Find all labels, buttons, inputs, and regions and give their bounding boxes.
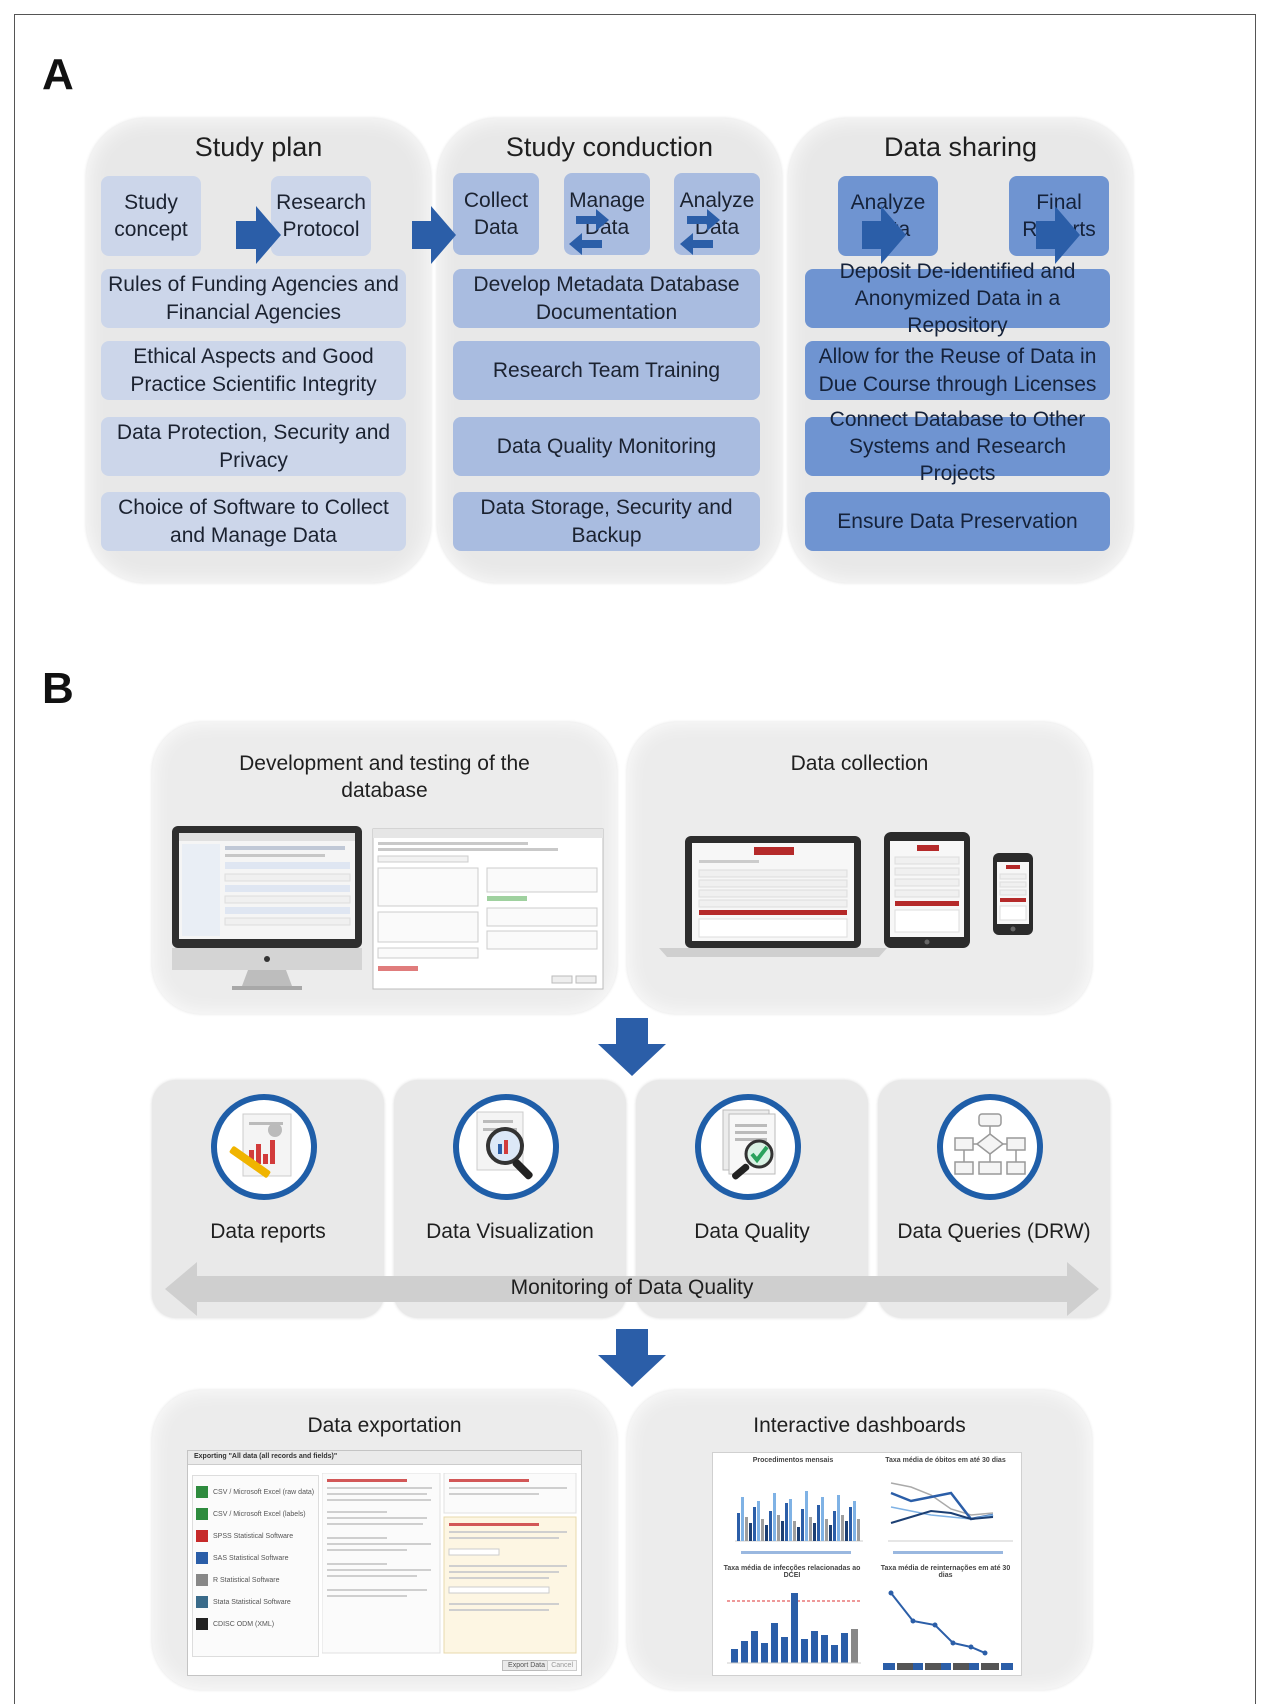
export-format-item[interactable]: CDISC ODM (XML) [213,1620,275,1628]
tablet-icon [884,832,970,948]
data-sharing-title: Data sharing [883,132,1038,162]
arrow-down-icon [598,1329,666,1387]
panel-b-label: B [42,664,74,713]
export-format-item[interactable]: CSV / Microsoft Excel (raw data) [213,1488,315,1496]
data-exportation-card: Data exportation Exporting "All data (al… [152,1390,617,1690]
export-options [322,1473,577,1654]
tool-label: Data Quality [694,1220,810,1243]
data-visualization-icon [453,1094,559,1200]
data-sharing-column: Data sharing Analyze Data Final Reports … [788,118,1133,583]
export-format-item[interactable]: R Statistical Software [213,1576,280,1584]
arrow-right-icon [862,206,906,264]
tool-label: Data Visualization [426,1220,594,1243]
arrow-right-icon [236,206,281,264]
export-dialog: Exporting "All data (all records and fie… [187,1450,582,1676]
step-study-concept: Study concept [101,176,201,256]
arrow-left-icon [569,233,602,255]
monitor-icon [172,826,362,990]
export-format-item[interactable]: CSV / Microsoft Excel (labels) [213,1510,306,1518]
step-collect-data: Collect Data [453,173,539,255]
panel-a-label: A [42,50,74,99]
step-research-protocol: Research Protocol [271,176,371,256]
step-analyze-data: Analyze Data [674,173,760,255]
form-screenshot [372,828,604,990]
data-collection-title: Data collection [790,752,929,775]
monitoring-label: Monitoring of Data Quality [510,1276,754,1299]
export-format-item[interactable]: SAS Statistical Software [213,1554,289,1562]
phone-icon [993,853,1033,935]
sharing-item: Deposit De-identified and Anonymized Dat… [805,260,1110,337]
dashboard-charts [727,1482,1013,1670]
arrow-down-icon [598,1018,666,1076]
plan-item: Choice of Software to Collect and Manage… [101,492,406,551]
monitoring-arrow [165,1262,1099,1316]
arrow-left-icon [680,233,713,255]
sharing-item: Allow for the Reuse of Data in Due Cours… [805,341,1110,400]
arrow-right-icon [412,206,456,264]
laptop-icon [659,836,887,957]
data-reports-icon [211,1094,317,1200]
cancel-button[interactable]: Cancel [547,1660,577,1671]
study-conduction-column: Study conduction Collect Data Manage Dat… [437,118,782,583]
conduction-item: Develop Metadata Database Documentation [453,269,760,328]
export-format-list: CSV / Microsoft Excel (raw data) CSV / M… [196,1481,314,1635]
data-exportation-title: Data exportation [307,1414,462,1437]
development-card: Development and testing of the database [152,722,617,1014]
data-queries-icon [937,1094,1043,1200]
arrow-right-icon [576,209,609,231]
conduction-item: Data Quality Monitoring [453,417,760,476]
study-plan-title: Study plan [194,132,323,162]
dashboard-chart-title: Procedimentos mensais [752,1457,834,1464]
plan-item: Data Protection, Security and Privacy [101,417,406,476]
data-collection-card: Data collection [627,722,1092,1014]
conduction-item: Data Storage, Security and Backup [453,492,760,551]
study-plan-column: Study plan Study concept Research Protoc… [86,118,431,583]
dashboard-chart-title: Taxa média de óbitos em até 30 dias [885,1457,1006,1464]
arrow-right-icon [1036,206,1080,264]
plan-item: Rules of Funding Agencies and Financial … [101,269,406,328]
sharing-item: Ensure Data Preservation [805,492,1110,551]
data-quality-icon [695,1094,801,1200]
interactive-dashboards-card: Interactive dashboards Procedimentos men… [627,1390,1092,1690]
export-data-button[interactable]: Export Data [502,1660,551,1671]
dashboard-chart-title: Taxa média de reinternações em até 30 di… [880,1565,1011,1579]
dashboard-chart-title: Taxa média de infecções relacionadas ao … [723,1565,861,1579]
conduction-item: Research Team Training [453,341,760,400]
arrow-right-icon [687,209,720,231]
export-format-item[interactable]: Stata Statistical Software [213,1598,291,1606]
plan-item: Ethical Aspects and Good Practice Scient… [101,341,406,400]
development-title: Development and testing of the database [239,752,530,803]
export-dialog-title: Exporting "All data (all records and fie… [194,1453,338,1460]
dashboard-screenshot: Procedimentos mensais Taxa média de óbit… [712,1452,1022,1676]
tool-label: Data reports [210,1220,326,1243]
tool-label: Data Queries (DRW) [897,1220,1091,1243]
panel-a-arrows [236,206,1080,264]
export-format-item[interactable]: SPSS Statistical Software [213,1532,294,1540]
study-conduction-title: Study conduction [505,132,714,162]
interactive-dashboards-title: Interactive dashboards [753,1414,966,1437]
